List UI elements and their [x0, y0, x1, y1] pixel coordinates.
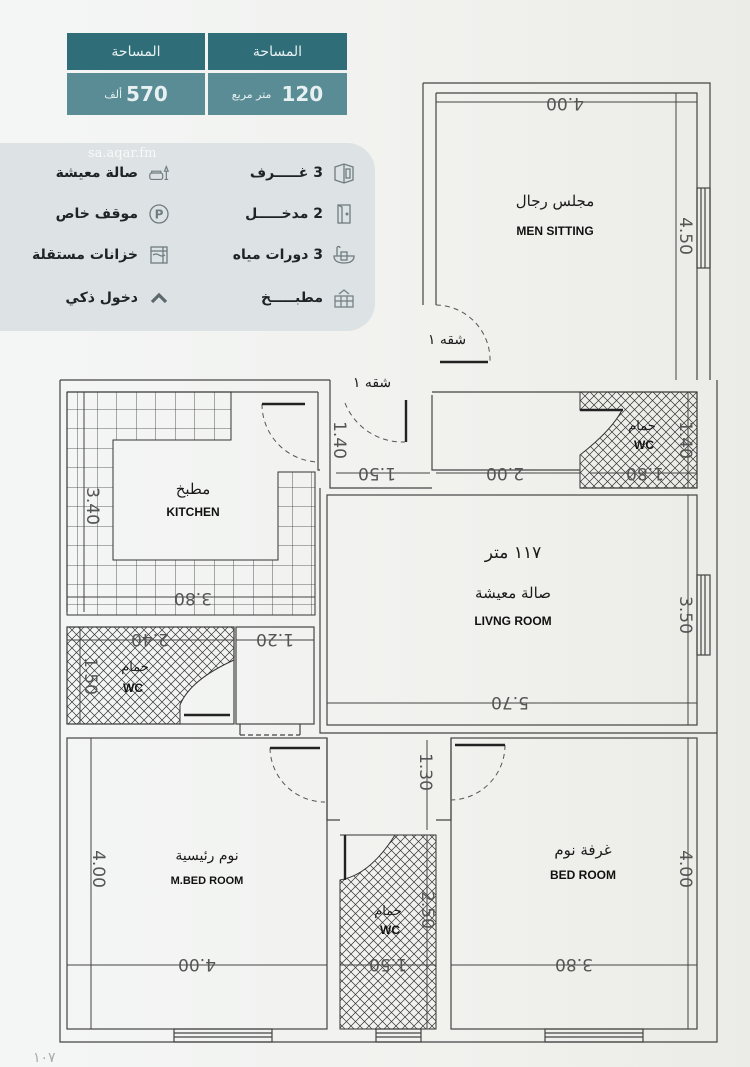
area-header: المساحة — [208, 33, 347, 70]
chevron-up-icon — [148, 287, 170, 309]
price-value: 570 ألف — [67, 73, 205, 115]
dim-entry-h: 1.40 — [329, 421, 349, 459]
living-room-icon — [148, 162, 170, 184]
feature-living-room: صالة معيشة — [56, 162, 170, 184]
living-area-label: ١١٧ متر — [484, 543, 541, 563]
feature-parking: P موقف خاص — [56, 203, 170, 225]
master-bed-label-ar: نوم رئيسية — [175, 848, 238, 864]
bed-label-ar: غرفة نوم — [554, 841, 611, 859]
kitchen-label-ar: مطبخ — [176, 480, 211, 498]
tank-icon — [148, 244, 170, 266]
price-header: المساحة — [67, 33, 205, 70]
dim-kitchen-w: 3.80 — [174, 588, 212, 608]
watermark: sa.aqar.fm — [88, 146, 157, 161]
dim-bed-w: 3.80 — [555, 954, 593, 974]
bed-label-en: BED ROOM — [550, 868, 616, 882]
dim-hall-w: 2.00 — [486, 463, 524, 483]
entrance-label-1: شقه ١ — [428, 332, 466, 348]
wc-left-label-ar: حمام — [121, 660, 149, 675]
kitchen-label-en: KITCHEN — [166, 505, 219, 519]
living-label-ar: صالة معيشة — [475, 584, 551, 602]
feature-entrances: 2 مدخـــــل — [245, 203, 355, 225]
svg-text:P: P — [155, 208, 164, 222]
page-number: ١٠٧ — [33, 1050, 56, 1066]
men-sitting-label-ar: مجلس رجال — [516, 192, 595, 210]
features-panel: 3 غـــــرف 2 مدخـــــل 3 دورات مياه مطبـ… — [0, 143, 375, 331]
dim-men-h: 4.50 — [675, 217, 695, 255]
dim-wc-top-h: 1.40 — [675, 421, 695, 459]
wc-top-label-ar: حمام — [628, 419, 656, 434]
door-icon — [333, 203, 355, 225]
men-sitting-label-en: MEN SITTING — [516, 224, 593, 238]
dim-mbed-h: 4.00 — [88, 850, 108, 888]
dim-closet-w: 1.20 — [256, 629, 294, 649]
area-value: 120 متر مربع — [208, 73, 347, 115]
wc-left-label-en: WC — [123, 681, 143, 695]
kitchen-icon — [333, 287, 355, 309]
dim-wc-left-w: 2.40 — [131, 629, 169, 649]
bathtub-icon — [333, 244, 355, 266]
living-label-en: LIVNG ROOM — [474, 614, 551, 628]
dim-bed-h: 4.00 — [675, 850, 695, 888]
feature-bathrooms: 3 دورات مياه — [233, 244, 355, 266]
dim-living-w: 5.70 — [491, 692, 529, 712]
dim-living-h: 3.50 — [675, 596, 695, 634]
wc-bottom-label-en: WC — [380, 923, 400, 937]
wc-bottom-label-ar: حمام — [374, 904, 402, 919]
dim-kitchen-h: 3.40 — [82, 487, 102, 525]
feature-smart-entry: دخول ذكي — [65, 287, 170, 309]
dim-wc-left-h: 1.50 — [80, 657, 100, 695]
dim-hall-bottom-h: 1.30 — [415, 753, 435, 791]
rooms-icon — [333, 162, 355, 184]
dim-wc-bottom-h: 2.50 — [417, 891, 437, 929]
feature-tanks: خزانات مستقلة — [32, 244, 170, 266]
dim-wc-bottom-w: 1.50 — [369, 954, 407, 974]
parking-icon: P — [148, 203, 170, 225]
dim-entry-w: 1.50 — [358, 463, 396, 483]
dim-men-w: 4.00 — [546, 93, 584, 113]
dim-wc-top-w: 1.80 — [626, 463, 664, 483]
wc-top-label-en: WC — [634, 438, 654, 452]
master-bed-label-en: M.BED ROOM — [171, 875, 244, 887]
stats-table: المساحة المساحة 570 ألف 120 متر مربع — [67, 33, 347, 115]
entrance-label-2: شقه ١ — [353, 375, 391, 391]
feature-rooms: 3 غـــــرف — [250, 162, 355, 184]
feature-kitchen: مطبـــــخ — [261, 287, 355, 309]
dim-mbed-w: 4.00 — [178, 954, 216, 974]
